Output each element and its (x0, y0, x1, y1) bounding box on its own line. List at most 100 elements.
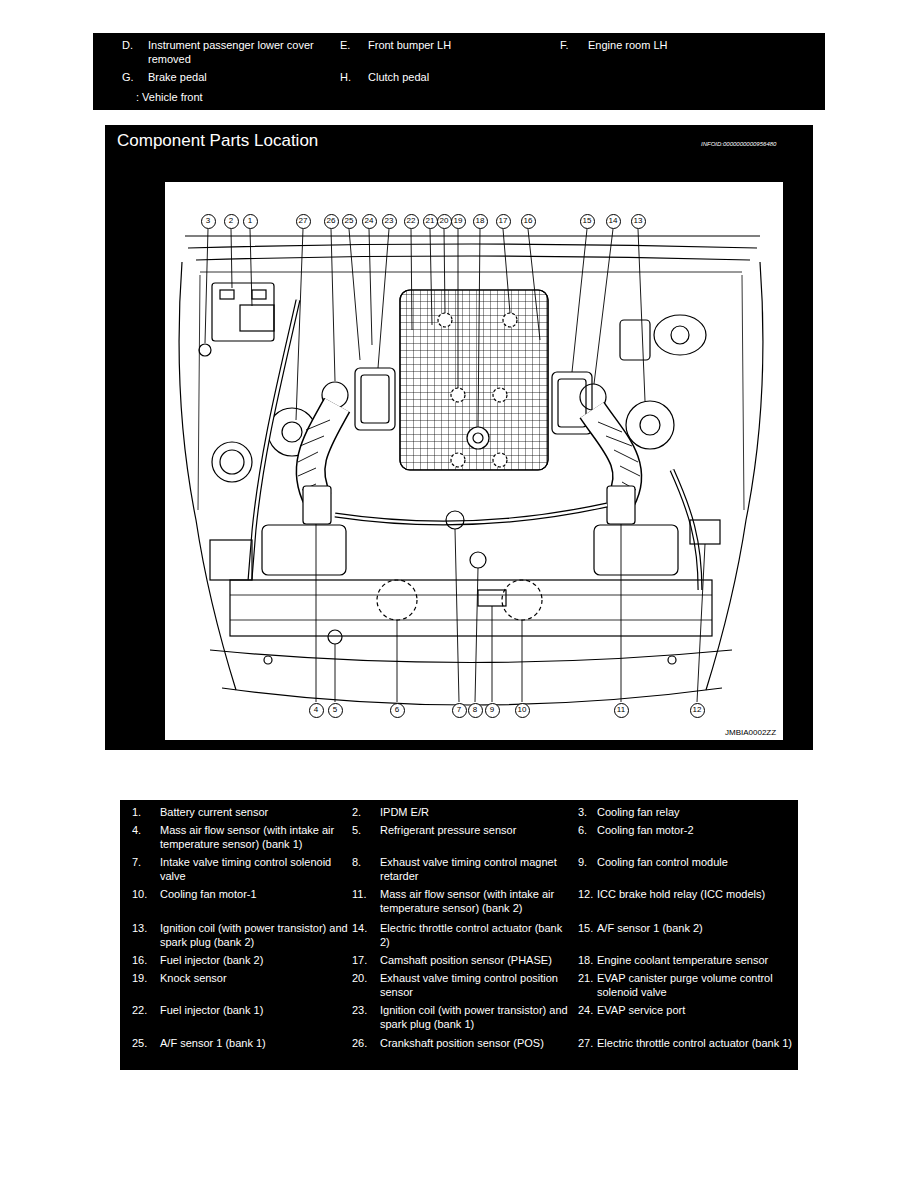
callout-number: 17 (499, 217, 508, 225)
item-number: 17. (352, 953, 378, 967)
legend-text: Front bumper LH (368, 38, 548, 52)
callout-number: 27 (299, 217, 308, 225)
callout-circle: 15 (580, 214, 595, 229)
part-name: Knock sensor (160, 971, 348, 985)
callout-circle: 13 (631, 214, 646, 229)
item-number: 5. (352, 823, 378, 837)
doc-id: INFOID:0000000000956480 (701, 140, 809, 148)
part-name: Intake valve timing control solenoid val… (160, 855, 348, 883)
part-name: A/F sensor 1 (bank 2) (597, 921, 795, 935)
part-name: Crankshaft position sensor (POS) (380, 1036, 570, 1050)
callout-circle: 8 (468, 703, 483, 718)
callout-number: 13 (634, 217, 643, 225)
part-name: Engine coolant temperature sensor (597, 953, 795, 967)
callout-number: 12 (693, 706, 702, 714)
part-name: EVAP service port (597, 1003, 795, 1017)
callout-circle: 4 (309, 703, 324, 718)
legend-text: : Vehicle front (136, 90, 336, 104)
legend-strip: D.Instrument passenger lower cover remov… (93, 33, 825, 110)
callout-number: 20 (440, 217, 449, 225)
legend-key: F. (560, 38, 582, 52)
callout-circle: 18 (473, 214, 488, 229)
item-number: 19. (132, 971, 158, 985)
part-name: Refrigerant pressure sensor (380, 823, 570, 837)
item-number: 13. (132, 921, 158, 935)
callout-number: 8 (473, 706, 477, 714)
callout-number: 24 (365, 217, 374, 225)
callout-number: 6 (395, 706, 399, 714)
part-name: Battery current sensor (160, 805, 348, 819)
callout-circle: 17 (496, 214, 511, 229)
callout-circle: 9 (485, 703, 500, 718)
figure-panel: Component Parts Location INFOID:000000000… (105, 125, 813, 750)
legend-key: E. (340, 38, 362, 52)
part-name: EVAP canister purge volume control solen… (597, 971, 795, 999)
callout-number: 16 (524, 217, 533, 225)
legend-key: G. (122, 70, 142, 84)
callout-number: 7 (457, 706, 461, 714)
callout-circle: 19 (451, 214, 466, 229)
callout-circle: 7 (452, 703, 467, 718)
callout-number: 14 (609, 217, 618, 225)
item-number: 26. (352, 1036, 378, 1050)
part-name: Ignition coil (with power transistor) an… (380, 1003, 570, 1031)
callout-number: 22 (407, 217, 416, 225)
figure-frame (165, 182, 783, 740)
callout-circle: 16 (521, 214, 536, 229)
parts-table: 1.Battery current sensor2.IPDM E/R3.Cool… (120, 800, 798, 1070)
callout-circle: 5 (328, 703, 343, 718)
item-number: 16. (132, 953, 158, 967)
leader-lines (205, 229, 705, 702)
part-name: IPDM E/R (380, 805, 570, 819)
part-name: Exhaust valve timing control magnet reta… (380, 855, 570, 883)
callout-number: 21 (426, 217, 435, 225)
item-number: 10. (132, 887, 158, 901)
callout-number: 4 (314, 706, 318, 714)
callout-circle: 12 (690, 703, 705, 718)
callout-circle: 2 (224, 214, 239, 229)
callout-circle: 27 (296, 214, 311, 229)
callout-circle: 10 (515, 703, 530, 718)
callout-number: 19 (454, 217, 463, 225)
legend-text: Brake pedal (148, 70, 330, 84)
callout-number: 3 (206, 217, 210, 225)
part-name: ICC brake hold relay (ICC models) (597, 887, 795, 901)
part-name: Ignition coil (with power transistor) an… (160, 921, 348, 949)
callout-circle: 25 (342, 214, 357, 229)
callout-number: 9 (490, 706, 494, 714)
part-name: Camshaft position sensor (PHASE) (380, 953, 570, 967)
callout-number: 10 (518, 706, 527, 714)
part-name: Cooling fan relay (597, 805, 795, 819)
item-number: 1. (132, 805, 158, 819)
item-number: 2. (352, 805, 378, 819)
callout-circle: 14 (606, 214, 621, 229)
callout-circle: 21 (423, 214, 438, 229)
callout-number: 1 (248, 217, 252, 225)
figure-id: JMBIA0002ZZ (725, 728, 781, 738)
section-title: Component Parts Location (117, 130, 517, 152)
callout-circle: 23 (382, 214, 397, 229)
item-number: 25. (132, 1036, 158, 1050)
part-name: Mass air flow sensor (with intake air te… (380, 887, 570, 915)
callout-circle: 11 (614, 703, 629, 718)
callout-circle: 20 (437, 214, 452, 229)
panel-ground (105, 125, 813, 750)
legend-key: D. (122, 38, 142, 52)
callout-number: 25 (345, 217, 354, 225)
callout-number: 23 (385, 217, 394, 225)
callout-number: 15 (583, 217, 592, 225)
callout-circle: 22 (404, 214, 419, 229)
part-name: Electric throttle control actuator (bank… (597, 1036, 795, 1050)
legend-key: H. (340, 70, 362, 84)
callout-circle: 26 (324, 214, 339, 229)
part-name: Cooling fan control module (597, 855, 795, 869)
item-number: 8. (352, 855, 378, 869)
legend-text: Clutch pedal (368, 70, 548, 84)
part-name: A/F sensor 1 (bank 1) (160, 1036, 348, 1050)
callout-circle: 6 (390, 703, 405, 718)
item-number: 7. (132, 855, 158, 869)
callout-number: 26 (327, 217, 336, 225)
legend-text: Engine room LH (588, 38, 788, 52)
part-name: Electric throttle control actuator (bank… (380, 921, 570, 949)
part-name: Exhaust valve timing control position se… (380, 971, 570, 999)
